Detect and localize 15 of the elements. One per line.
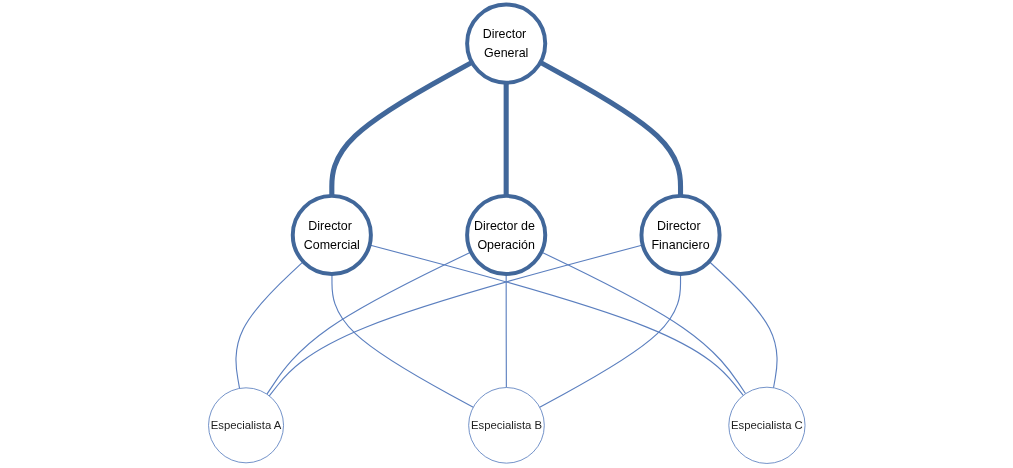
connector: [329, 60, 473, 196]
node-circle: Director Comercial: [290, 193, 373, 276]
node-circle: Especialista A: [207, 387, 284, 464]
connector: [708, 260, 778, 389]
node-circle: Director Financiero: [639, 193, 722, 276]
connector: [538, 273, 681, 408]
connector: [538, 60, 683, 196]
connector: [503, 82, 509, 196]
node-circle: Director de Operación: [464, 193, 547, 276]
node-circle: Director General: [464, 2, 547, 85]
node-circle: Especialista B: [467, 387, 545, 464]
connector: [505, 273, 507, 389]
node-circle: Especialista C: [728, 386, 806, 464]
connector: [331, 273, 474, 408]
connector: [235, 261, 304, 389]
